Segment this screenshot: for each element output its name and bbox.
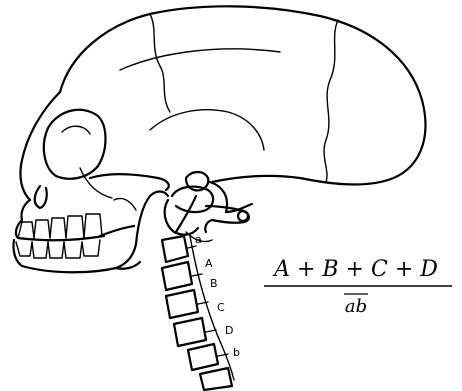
nasal-aperture	[35, 186, 47, 208]
zygomatic-arch	[90, 174, 169, 190]
coronoid-process	[114, 198, 136, 210]
lambdoid-suture	[324, 20, 338, 182]
cranium-outline	[60, 6, 425, 184]
orbit-inner	[62, 126, 90, 134]
vertebra-c3	[162, 262, 192, 290]
lower-teeth	[16, 240, 100, 258]
marker-D: D	[225, 324, 233, 337]
mandible-angle	[100, 226, 134, 236]
skull-drawing	[13, 6, 425, 272]
squamous-suture	[150, 110, 264, 150]
marker-B: B	[210, 277, 218, 290]
vertebra-c7	[200, 368, 232, 390]
marker-C: C	[217, 301, 225, 314]
marker-a: a	[195, 233, 202, 246]
upper-teeth	[18, 214, 104, 240]
temporal-line	[120, 49, 280, 70]
orbit	[44, 110, 106, 179]
forehead-outline	[20, 92, 60, 200]
coronal-suture	[150, 14, 170, 112]
vertebra-c2	[162, 236, 188, 262]
vertebra-c4	[166, 290, 198, 318]
axis-dens	[165, 200, 198, 235]
cervical-spine	[162, 187, 249, 390]
zygoma-body	[80, 168, 112, 198]
vertebra-c6	[188, 344, 218, 370]
marker-A: A	[205, 257, 213, 270]
formula: A + B + C + D ab	[264, 257, 452, 317]
formula-denominator: ab	[345, 296, 367, 317]
marker-b: b	[233, 346, 240, 359]
formula-numerator: A + B + C + D	[272, 257, 438, 282]
posterior-element-4	[206, 330, 216, 332]
posterior-element-2	[192, 274, 202, 276]
maxilla-outline	[16, 200, 30, 238]
spinous-process-tip	[238, 211, 248, 221]
styloid-process	[176, 196, 196, 232]
vertebra-c5	[174, 318, 206, 346]
